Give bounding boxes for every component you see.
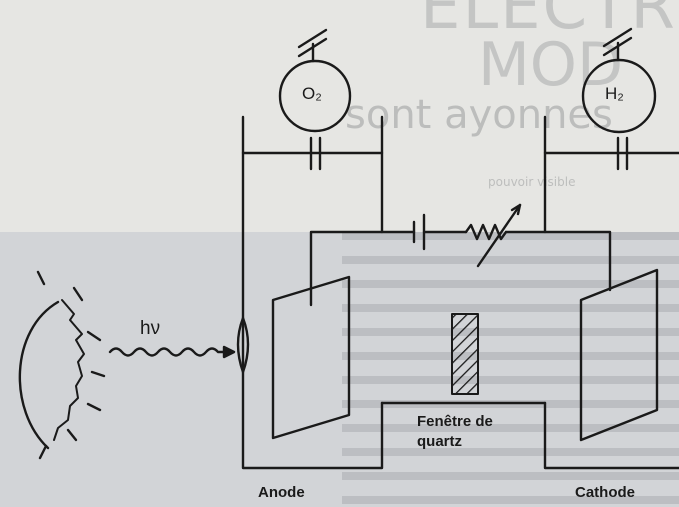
photon-wave — [108, 347, 230, 357]
background-subtitle: sont ayonnes — [345, 92, 613, 138]
sun-ray — [90, 370, 106, 378]
quartz-window — [451, 313, 479, 395]
window-label-line2: quartz — [417, 433, 462, 450]
sun-icon — [18, 270, 106, 460]
background-caption: pouvoir visible — [488, 175, 576, 189]
sun-ray — [72, 286, 84, 302]
sun-ray — [86, 402, 102, 412]
anode-label: Anode — [258, 484, 305, 501]
cathode-label: Cathode — [575, 484, 635, 501]
o2-collector — [241, 28, 384, 171]
background-title: ELECTR — [420, 0, 677, 44]
sun-ray — [66, 428, 78, 442]
cathode-electrode — [579, 268, 659, 442]
photon-label: hν — [140, 318, 161, 339]
o2-label: O₂ — [302, 84, 322, 103]
battery-icon — [412, 213, 426, 251]
sun-ray — [36, 270, 46, 286]
anode-compartment — [241, 115, 384, 470]
anode-electrode — [271, 275, 351, 440]
background-upper — [0, 0, 679, 232]
quartz-lens — [236, 316, 250, 374]
variable-resistor-icon — [464, 223, 508, 241]
photon-arrowhead — [222, 345, 236, 359]
variable-resistor-arrow — [476, 203, 522, 268]
sun-edge — [18, 300, 60, 450]
sun-ray — [38, 444, 48, 460]
background-text-lines — [342, 232, 679, 507]
h2-label: H₂ — [605, 84, 624, 103]
h2-collector — [543, 27, 679, 171]
circuit-wire — [309, 230, 416, 307]
sun-ray — [86, 330, 102, 342]
window-label-line1: Fenêtre de — [417, 413, 493, 430]
